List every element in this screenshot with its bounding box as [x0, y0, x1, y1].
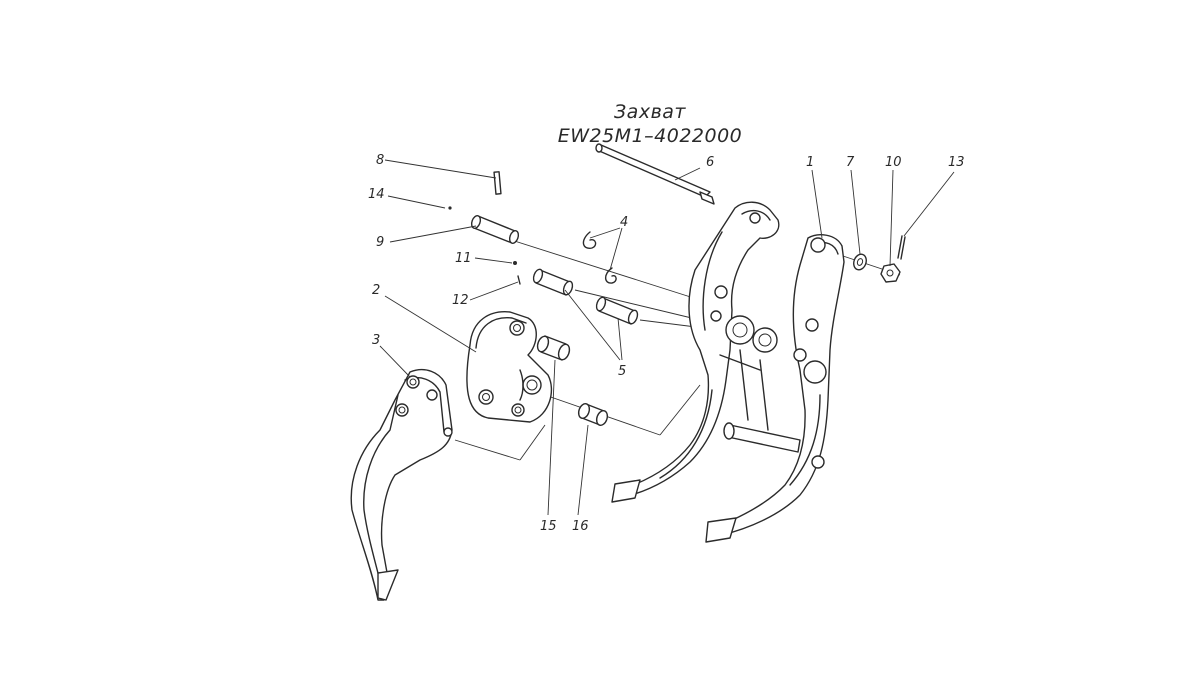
leader-5b [617, 317, 623, 361]
frame-hub [719, 315, 801, 453]
leader-7 [850, 169, 861, 255]
leader-13 [903, 171, 955, 237]
callout-16: 16 [572, 519, 589, 534]
title-name: Захват [614, 101, 686, 123]
callout-10: 10 [885, 155, 902, 170]
callout-8: 8 [376, 153, 384, 168]
leader-11 [474, 257, 513, 264]
part-13-split-pin [897, 235, 906, 260]
leader-2 [384, 295, 477, 353]
frame-right-arm [705, 234, 845, 543]
callout-6: 6 [706, 155, 714, 170]
title-part-number: EW25M1–4022000 [557, 125, 743, 147]
leader-3 [379, 345, 411, 378]
part-3-tooth [350, 368, 453, 601]
callout-14: 14 [368, 187, 385, 202]
leader-5a [564, 289, 621, 361]
callout-2: 2 [372, 283, 380, 298]
leader-14 [387, 195, 446, 209]
leader-6 [674, 167, 701, 181]
part-10-nut [880, 263, 901, 283]
callout-4: 4 [620, 215, 628, 230]
diagram-title: Захват EW25M1–4022000 [520, 100, 780, 148]
leader-1 [811, 169, 823, 239]
callout-5: 5 [618, 364, 626, 379]
part-8-small-pin [493, 171, 502, 195]
part-6-shaft [595, 143, 715, 205]
leader-8 [384, 159, 497, 179]
callout-12: 12 [452, 293, 469, 308]
callout-9: 9 [376, 235, 384, 250]
frame-left-arm [611, 201, 780, 503]
axis-line-pin9 [504, 237, 701, 301]
part-16-bushing [577, 403, 609, 426]
leader-15 [547, 359, 556, 516]
part-4-spring-clips [582, 231, 617, 284]
leader-16 [577, 424, 589, 516]
callout-1: 1 [806, 155, 814, 170]
leader-4b [609, 227, 623, 271]
callout-labels: 1 2 3 4 5 6 7 8 9 10 11 12 13 14 15 16 [368, 153, 965, 534]
part-15-bushing [536, 335, 571, 361]
part-11-washer [513, 261, 517, 265]
callout-15: 15 [540, 519, 557, 534]
part-12-cotter [517, 275, 521, 285]
part-5-bushings [532, 268, 639, 325]
callout-7: 7 [846, 155, 855, 170]
leader-4a [589, 227, 621, 239]
part-14-ball [448, 206, 452, 210]
leader-9 [389, 225, 477, 243]
callout-3: 3 [372, 333, 380, 348]
part-9-pin [470, 215, 520, 244]
part-2-link-plate [466, 311, 553, 423]
axis-line-join [659, 384, 701, 436]
axis-line-tooth3b [519, 424, 546, 461]
leader-lines [379, 159, 955, 516]
part-7-washer [853, 253, 867, 271]
callout-11: 11 [455, 251, 472, 266]
leader-12 [469, 281, 519, 301]
axis-line-bushing5 [574, 289, 701, 321]
leader-10 [889, 169, 894, 267]
callout-13: 13 [948, 155, 965, 170]
axis-line-tooth3 [454, 439, 521, 461]
